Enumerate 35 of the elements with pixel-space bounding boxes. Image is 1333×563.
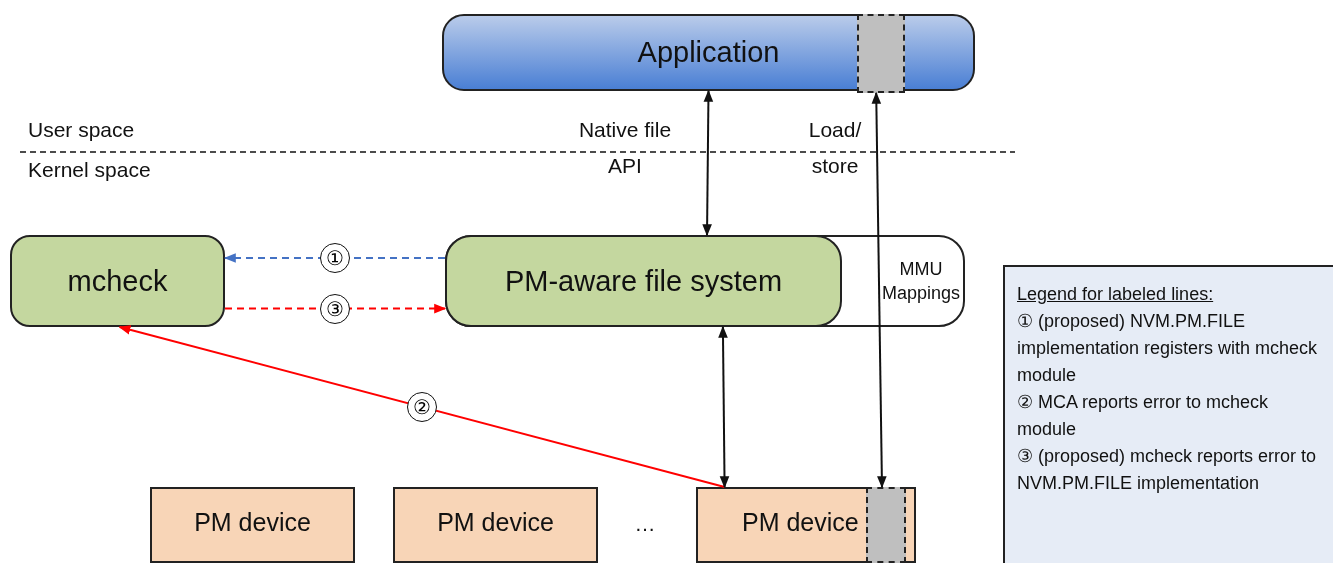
process-box: [445, 235, 842, 327]
node-label: PM device: [194, 507, 311, 537]
node-label: PM device: [742, 507, 859, 537]
arrow: [718, 325, 730, 489]
device-box: [696, 487, 916, 563]
edge-caption: Load/ store: [807, 117, 863, 179]
region-label: User space: [28, 118, 136, 142]
edge-label: ①: [320, 243, 350, 273]
arrow: [223, 253, 446, 263]
memory-region-box: [866, 487, 906, 563]
legend-entry: ① (proposed) NVM.PM.FILE implementation registers with mcheck module: [1017, 310, 1319, 387]
arrow: [118, 325, 726, 488]
legend-entry: ③ (proposed) mcheck reports error to NVM.PM.FILE implementation: [1017, 445, 1318, 495]
mapping-box: [445, 235, 965, 327]
device-box: [150, 487, 355, 563]
node-label: PM device: [437, 507, 554, 537]
legend-entry: ② MCA reports error to mcheck module: [1017, 391, 1270, 441]
legend-title: Legend for labeled lines:: [1017, 283, 1214, 306]
edge-caption: Native file API: [577, 117, 673, 179]
edge-label: ③: [320, 293, 350, 324]
node-label: mcheck: [67, 264, 168, 298]
node-label: PM-aware file system: [504, 264, 783, 298]
node-label: MMU Mappings: [881, 257, 961, 305]
node-label: Application: [637, 36, 780, 69]
ellipsis: …: [633, 512, 657, 536]
edge-label: ②: [407, 392, 438, 422]
arrow: [871, 91, 887, 489]
application-box: [442, 14, 975, 91]
process-box: [10, 235, 225, 327]
arrow: [702, 89, 714, 237]
legend-box: [1003, 265, 1333, 563]
arrow: [224, 303, 447, 314]
device-box: [393, 487, 598, 563]
region-label: Kernel space: [28, 158, 152, 182]
memory-region-box: [857, 14, 905, 93]
